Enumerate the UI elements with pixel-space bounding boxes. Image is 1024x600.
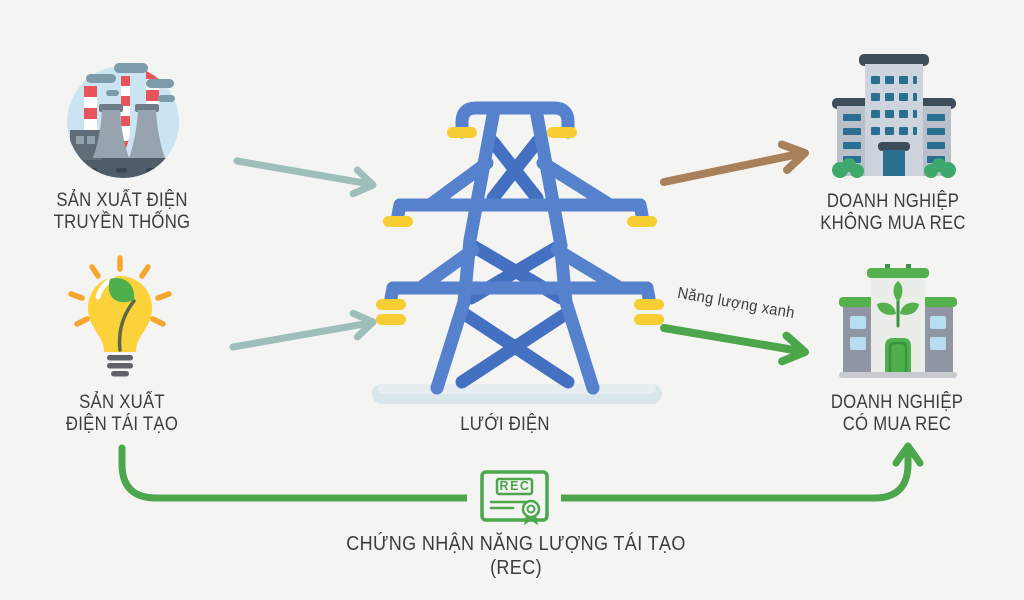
rec-badge-text: REC [499,479,531,493]
office-building-icon [832,54,956,178]
arrow-renewable-to-grid [229,309,377,351]
sprout-emblem [877,281,919,328]
arrowhead [778,331,809,366]
label-rec-company: DOANH NGHIỆP CÓ MUA REC [830,392,964,436]
leaf-stem [117,299,136,352]
tower-insulators [376,127,664,325]
label-traditional-production: SẢN XUẤT ĐIỆN TRUYỀN THỐNG [53,190,191,234]
label-renewable-production: SẢN XUẤT ĐIỆN TÁI TẠO [65,392,179,436]
factory-icon [67,63,179,178]
certificate-icon [467,465,561,525]
green-building-icon [839,264,957,378]
grid-platform [372,384,662,404]
arrow-grid-to-non-rec [660,140,809,186]
bushes [832,158,956,178]
green-door [885,338,911,372]
green-building-windows [850,316,946,350]
label-non-rec-company: DOANH NGHIỆP KHÔNG MUA REC [820,191,966,235]
chimney-stacks [84,68,159,150]
label-rec-certificate: CHỨNG NHẬN NĂNG LƯỢNG TÁI TẠO (REC) [346,532,686,580]
green-roof [867,268,929,278]
smoke-clouds [86,63,175,102]
arrow-green-energy [660,324,809,366]
green-lightbulb-icon [68,255,172,377]
office-windows [843,76,945,163]
arrowhead [777,140,809,174]
arrowhead [892,442,924,467]
leaf-icon [108,278,135,303]
label-power-grid: LƯỚI ĐIỆN [460,414,550,435]
arrowhead [349,309,377,341]
arrowhead [349,166,377,198]
bulb-rays [68,255,172,327]
tower-frame [384,101,656,395]
arrow-traditional-to-grid [233,157,377,198]
transmission-tower-icon [376,101,664,395]
bulb-glass [88,276,152,352]
bulb-base [107,355,133,377]
door-awning [878,142,910,151]
office-door [883,150,905,176]
seal [521,499,541,519]
rec-badge-box [495,477,534,496]
